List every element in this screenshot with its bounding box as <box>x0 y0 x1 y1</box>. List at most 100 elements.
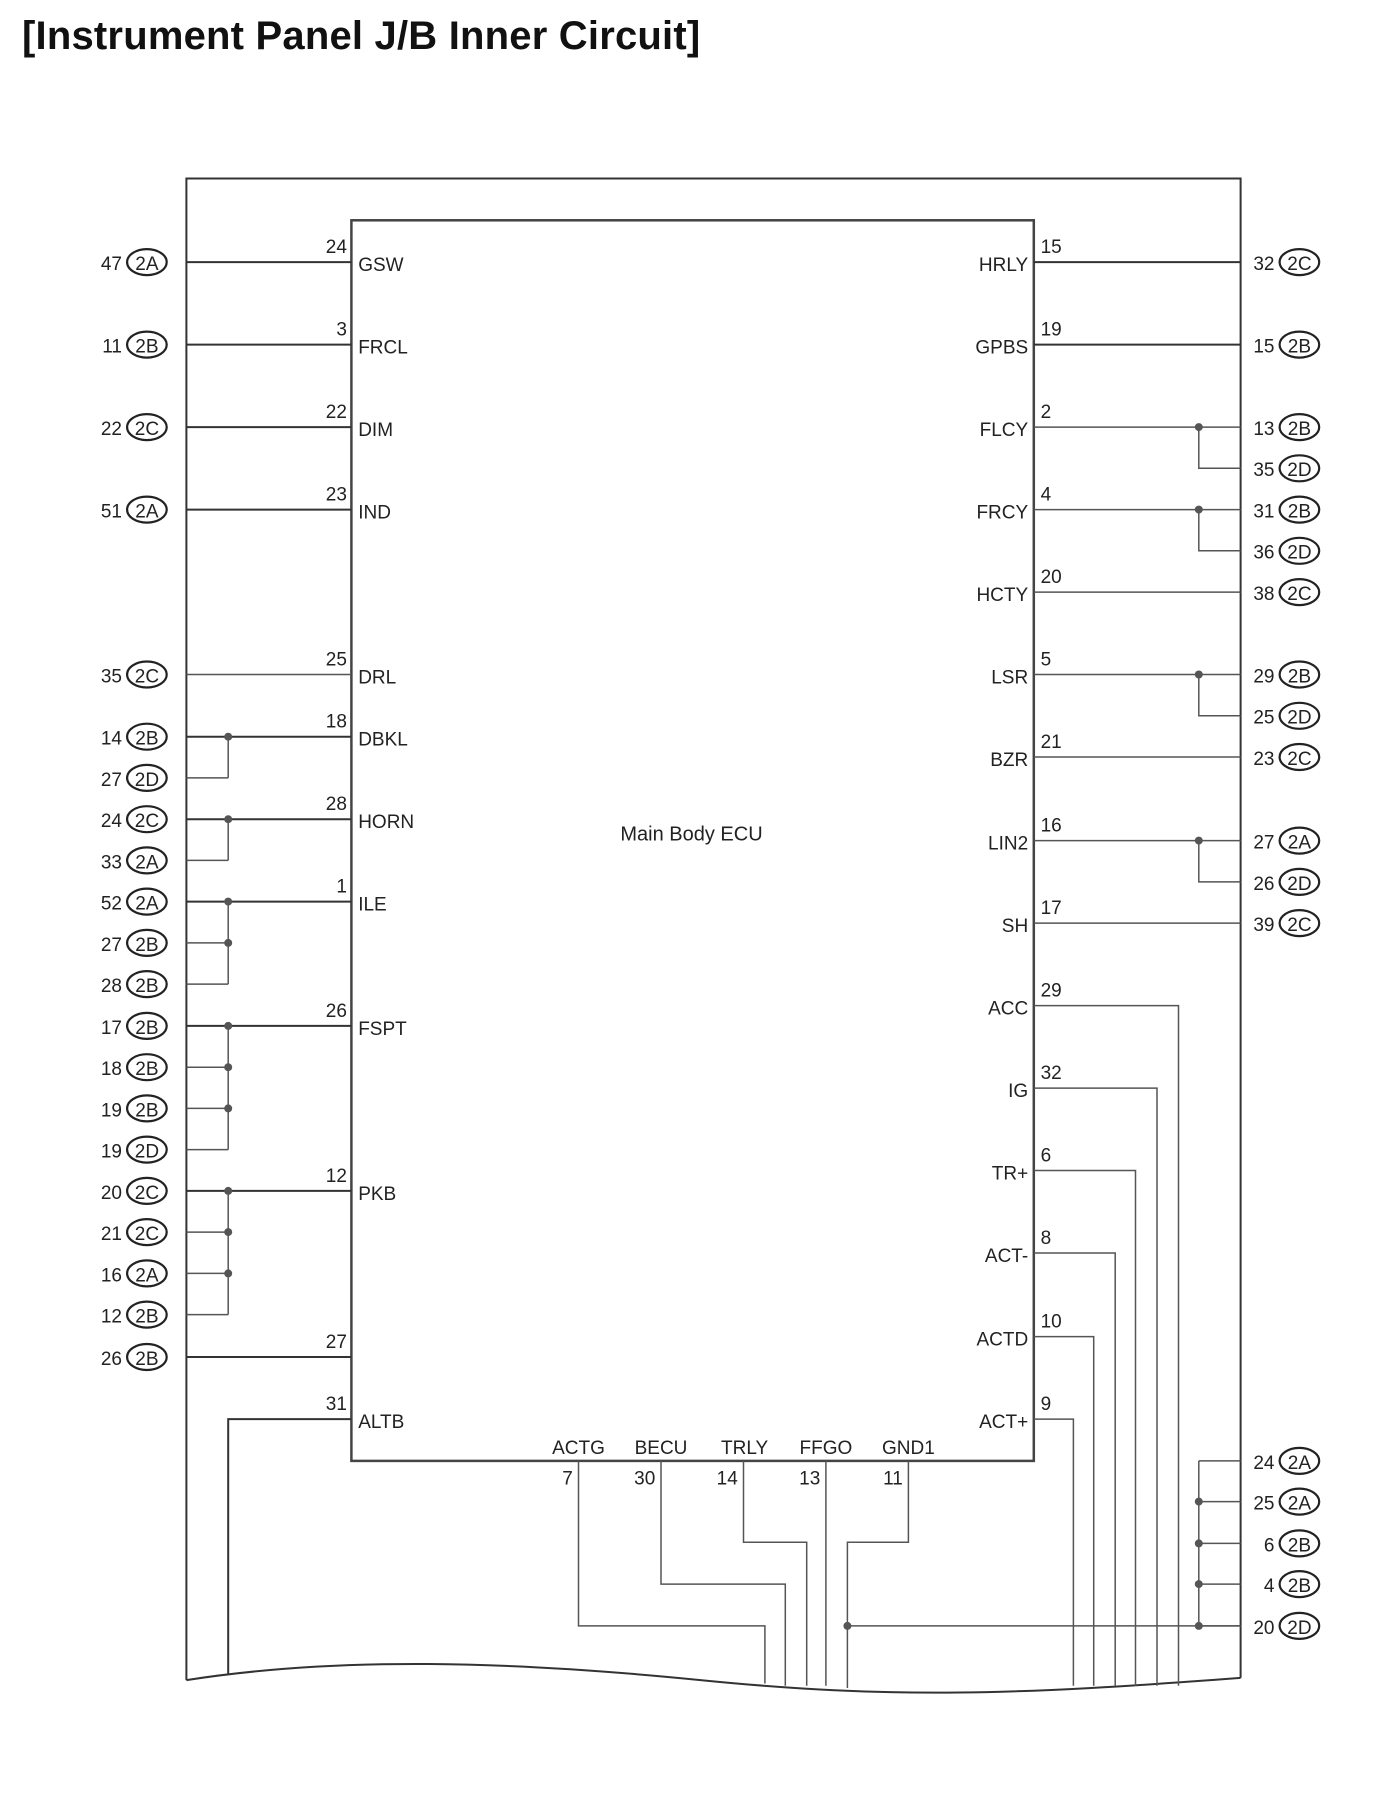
wires <box>186 261 1241 1688</box>
terminal-number: 26 <box>101 1349 122 1370</box>
trly-wire <box>742 1460 808 1686</box>
connector-oval <box>125 887 168 916</box>
terminal-number: 22 <box>101 419 122 440</box>
connector-oval <box>125 1342 168 1372</box>
connector-code: 2A <box>135 254 159 275</box>
page-title: [Instrument Panel J/B Inner Circuit] <box>22 14 701 58</box>
connector-code: 2B <box>135 729 158 750</box>
pin-number: 12 <box>326 1166 347 1187</box>
connector-code: 2C <box>135 1183 159 1204</box>
terminal-number: 25 <box>1253 708 1274 729</box>
pin-number: 28 <box>326 794 347 815</box>
pin-number: 20 <box>1041 567 1062 588</box>
connector-terminal: 6 2B <box>1264 1529 1321 1558</box>
pin-number: 8 <box>1041 1228 1052 1249</box>
connector-code: 2B <box>1288 337 1311 358</box>
connector-oval <box>125 330 168 359</box>
pin-name: BECU <box>635 1438 688 1459</box>
feed-wire <box>1033 1004 1180 1686</box>
connector-code: 2A <box>1288 1494 1312 1515</box>
connector-code: 2C <box>1287 915 1311 936</box>
connector-oval <box>125 1176 168 1206</box>
connector-code: 2A <box>135 502 159 523</box>
terminal-number: 28 <box>101 976 122 997</box>
pin-name: DIM <box>358 420 393 441</box>
frame-break-edge <box>186 1662 1241 1694</box>
pin-number: 17 <box>1041 898 1062 919</box>
pin-name: ACTG <box>552 1438 605 1459</box>
connector-terminal: 47 2A <box>101 248 168 277</box>
pin-number: 10 <box>1041 1312 1062 1333</box>
connector-oval <box>1278 1611 1321 1641</box>
connector-code: 2B <box>1288 419 1311 440</box>
splice-dot <box>224 732 233 741</box>
connector-oval <box>125 1053 168 1082</box>
connector-oval <box>1278 701 1321 730</box>
connector-code: 2B <box>135 1307 158 1328</box>
pin-name: FFGO <box>800 1438 853 1459</box>
connector-oval <box>1278 867 1321 897</box>
pin-number: 24 <box>326 237 348 258</box>
pin-name: HCTY <box>976 585 1028 606</box>
pin-number: 23 <box>326 485 347 506</box>
pin-number: 2 <box>1041 402 1052 423</box>
connector-code: 2B <box>1288 1535 1311 1556</box>
pin-number: 25 <box>326 650 347 671</box>
connector-code: 2B <box>135 935 158 956</box>
connector-oval <box>1278 660 1321 689</box>
connector-oval <box>125 1135 168 1164</box>
pin-name: PKB <box>358 1184 396 1205</box>
connector-code: 2B <box>1288 1576 1311 1597</box>
terminal-number: 35 <box>1253 460 1274 481</box>
pin-number: 3 <box>336 320 347 341</box>
ecu-label: Main Body ECU <box>620 824 762 846</box>
terminal-number: 24 <box>101 811 123 832</box>
connector-terminal: 39 2C <box>1253 908 1321 938</box>
pin-number: 4 <box>1041 485 1052 506</box>
terminal-number: 39 <box>1253 915 1274 936</box>
feed-wire <box>1033 1252 1116 1686</box>
terminal-number: 47 <box>101 254 122 275</box>
terminal-number: 6 <box>1264 1535 1275 1556</box>
pin-number: 27 <box>326 1332 347 1353</box>
connector-code: 2D <box>1287 708 1311 729</box>
pin-number: 32 <box>1041 1063 1062 1084</box>
connector-code: 2C <box>135 666 159 687</box>
splice-dot <box>843 1621 852 1630</box>
connector-oval <box>1278 536 1321 565</box>
connector-code: 2C <box>135 811 159 832</box>
connector-oval <box>125 763 168 793</box>
terminal-number: 20 <box>1253 1618 1274 1639</box>
splice-dot <box>224 897 233 906</box>
pin-name: LIN2 <box>988 834 1028 855</box>
connector-code: 2B <box>135 1018 158 1039</box>
connector-oval <box>125 805 168 834</box>
connector-code: 2A <box>135 852 159 873</box>
terminal-number: 13 <box>1253 419 1274 440</box>
connector-code: 2B <box>1288 666 1311 687</box>
pin-number: 9 <box>1041 1394 1052 1415</box>
pin-number: 19 <box>1041 320 1062 341</box>
connector-code: 2D <box>135 1142 159 1163</box>
feed-wire <box>1033 1169 1137 1686</box>
connector-code: 2D <box>1287 874 1311 895</box>
connector-code: 2D <box>135 770 159 791</box>
altb-wire <box>227 1418 352 1675</box>
connector-oval <box>1278 577 1321 607</box>
pin-number: 13 <box>799 1469 820 1490</box>
pin-name: HRLY <box>979 255 1029 276</box>
